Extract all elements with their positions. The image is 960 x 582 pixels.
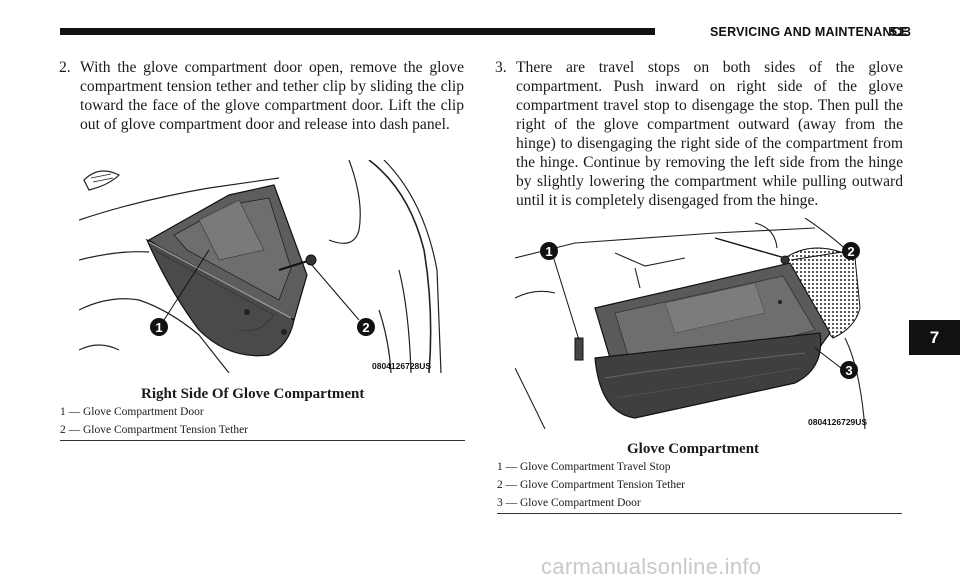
svg-text:3: 3	[845, 363, 852, 378]
legend-item: 3 — Glove Compartment Door	[497, 497, 641, 509]
legend-item: 2 — Glove Compartment Tension Tether	[60, 424, 249, 436]
figure-legend: 1 — Glove Compartment Door 2 — Glove Com…	[60, 403, 248, 439]
header-rule	[60, 28, 655, 35]
figure-legend: 1 — Glove Compartment Travel Stop 2 — Gl…	[497, 458, 685, 512]
svg-text:1: 1	[545, 244, 552, 259]
callout-1: 1	[540, 242, 558, 260]
step-number: 2.	[59, 59, 71, 76]
chapter-tab[interactable]: 7	[909, 320, 960, 355]
figure-caption: Glove Compartment	[627, 441, 760, 457]
figure-caption: Right Side Of Glove Compartment	[141, 386, 365, 402]
callout-1: 1	[150, 318, 168, 336]
legend-item: 2 — Glove Compartment Tension Tether	[497, 479, 686, 491]
section-title: SERVICING AND MAINTENANCE	[710, 25, 910, 39]
step-text: With the glove compartment door open, re…	[80, 59, 464, 133]
svg-text:2: 2	[847, 244, 854, 259]
legend-item: 1 — Glove Compartment Travel Stop	[497, 461, 671, 473]
glove-compartment-side-illustration: 1 2	[78, 159, 442, 374]
divider	[497, 513, 902, 514]
divider	[60, 440, 465, 441]
figure-right-side-glove-compartment: 1 2 0804126728US	[78, 159, 445, 374]
step-2: 2. With the glove compartment door open,…	[59, 58, 464, 134]
page-header: SERVICING AND MAINTENANCE 513	[60, 25, 940, 39]
legend-item: 1 — Glove Compartment Door	[60, 406, 204, 418]
svg-text:2: 2	[362, 320, 369, 335]
callout-2: 2	[842, 242, 860, 260]
page-number: 513	[890, 25, 911, 39]
figure-glove-compartment: 1 2 3 0804126729US	[514, 217, 882, 430]
step-text: There are travel stops on both sides of …	[516, 59, 903, 209]
step-3: 3. There are travel stops on both sides …	[495, 58, 903, 210]
watermark: carmanualsonline.info	[541, 554, 762, 579]
figure-code: 0804126729US	[808, 417, 868, 427]
glove-compartment-illustration: 1 2 3	[514, 217, 866, 430]
step-number: 3.	[495, 59, 507, 76]
svg-text:1: 1	[155, 320, 162, 335]
figure-code: 0804126728US	[372, 361, 432, 371]
callout-3: 3	[840, 361, 858, 379]
callout-2: 2	[357, 318, 375, 336]
